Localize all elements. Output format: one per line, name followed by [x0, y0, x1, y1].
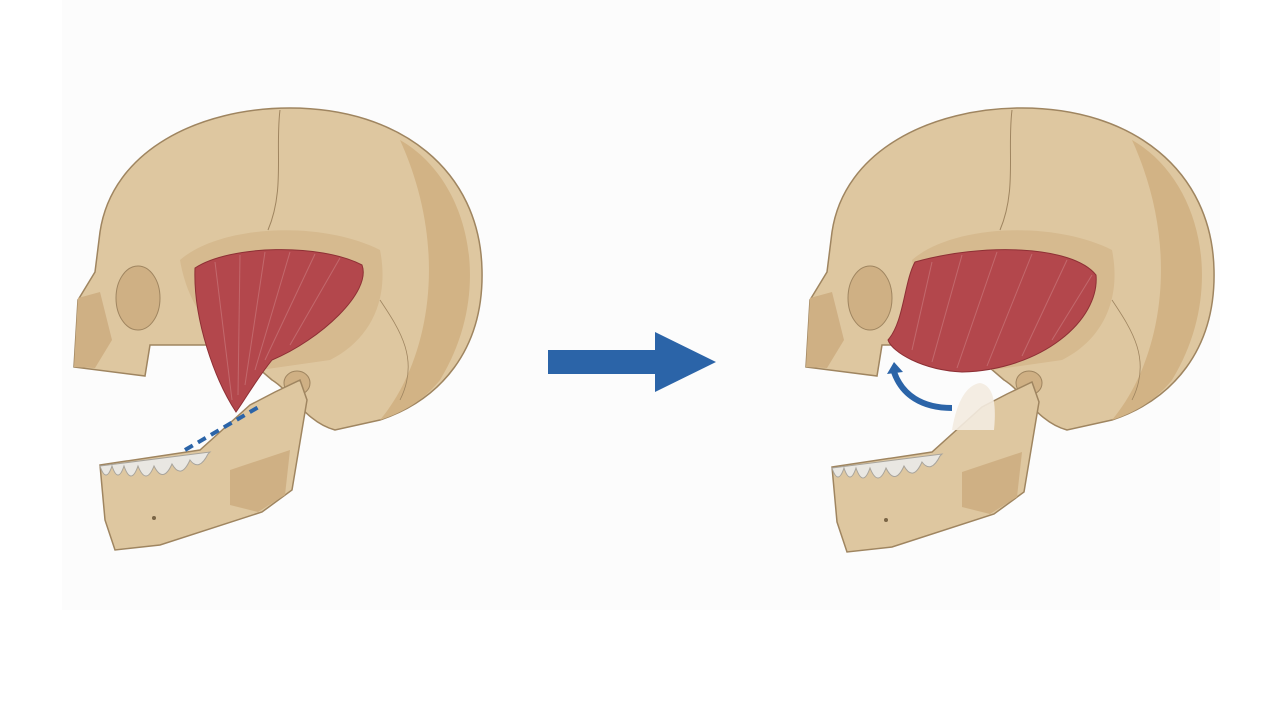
left-skull-open-jaw	[73, 107, 483, 551]
muscle-fibers	[214, 251, 341, 401]
temporalis-muscle-contracted	[887, 249, 1097, 373]
right-skull-closing-jaw	[805, 107, 1215, 553]
curved-arrow-icon	[891, 370, 953, 411]
arrow-right-icon	[548, 332, 716, 392]
faded-coronoid	[952, 383, 995, 430]
muscle-fibers	[911, 251, 1093, 369]
